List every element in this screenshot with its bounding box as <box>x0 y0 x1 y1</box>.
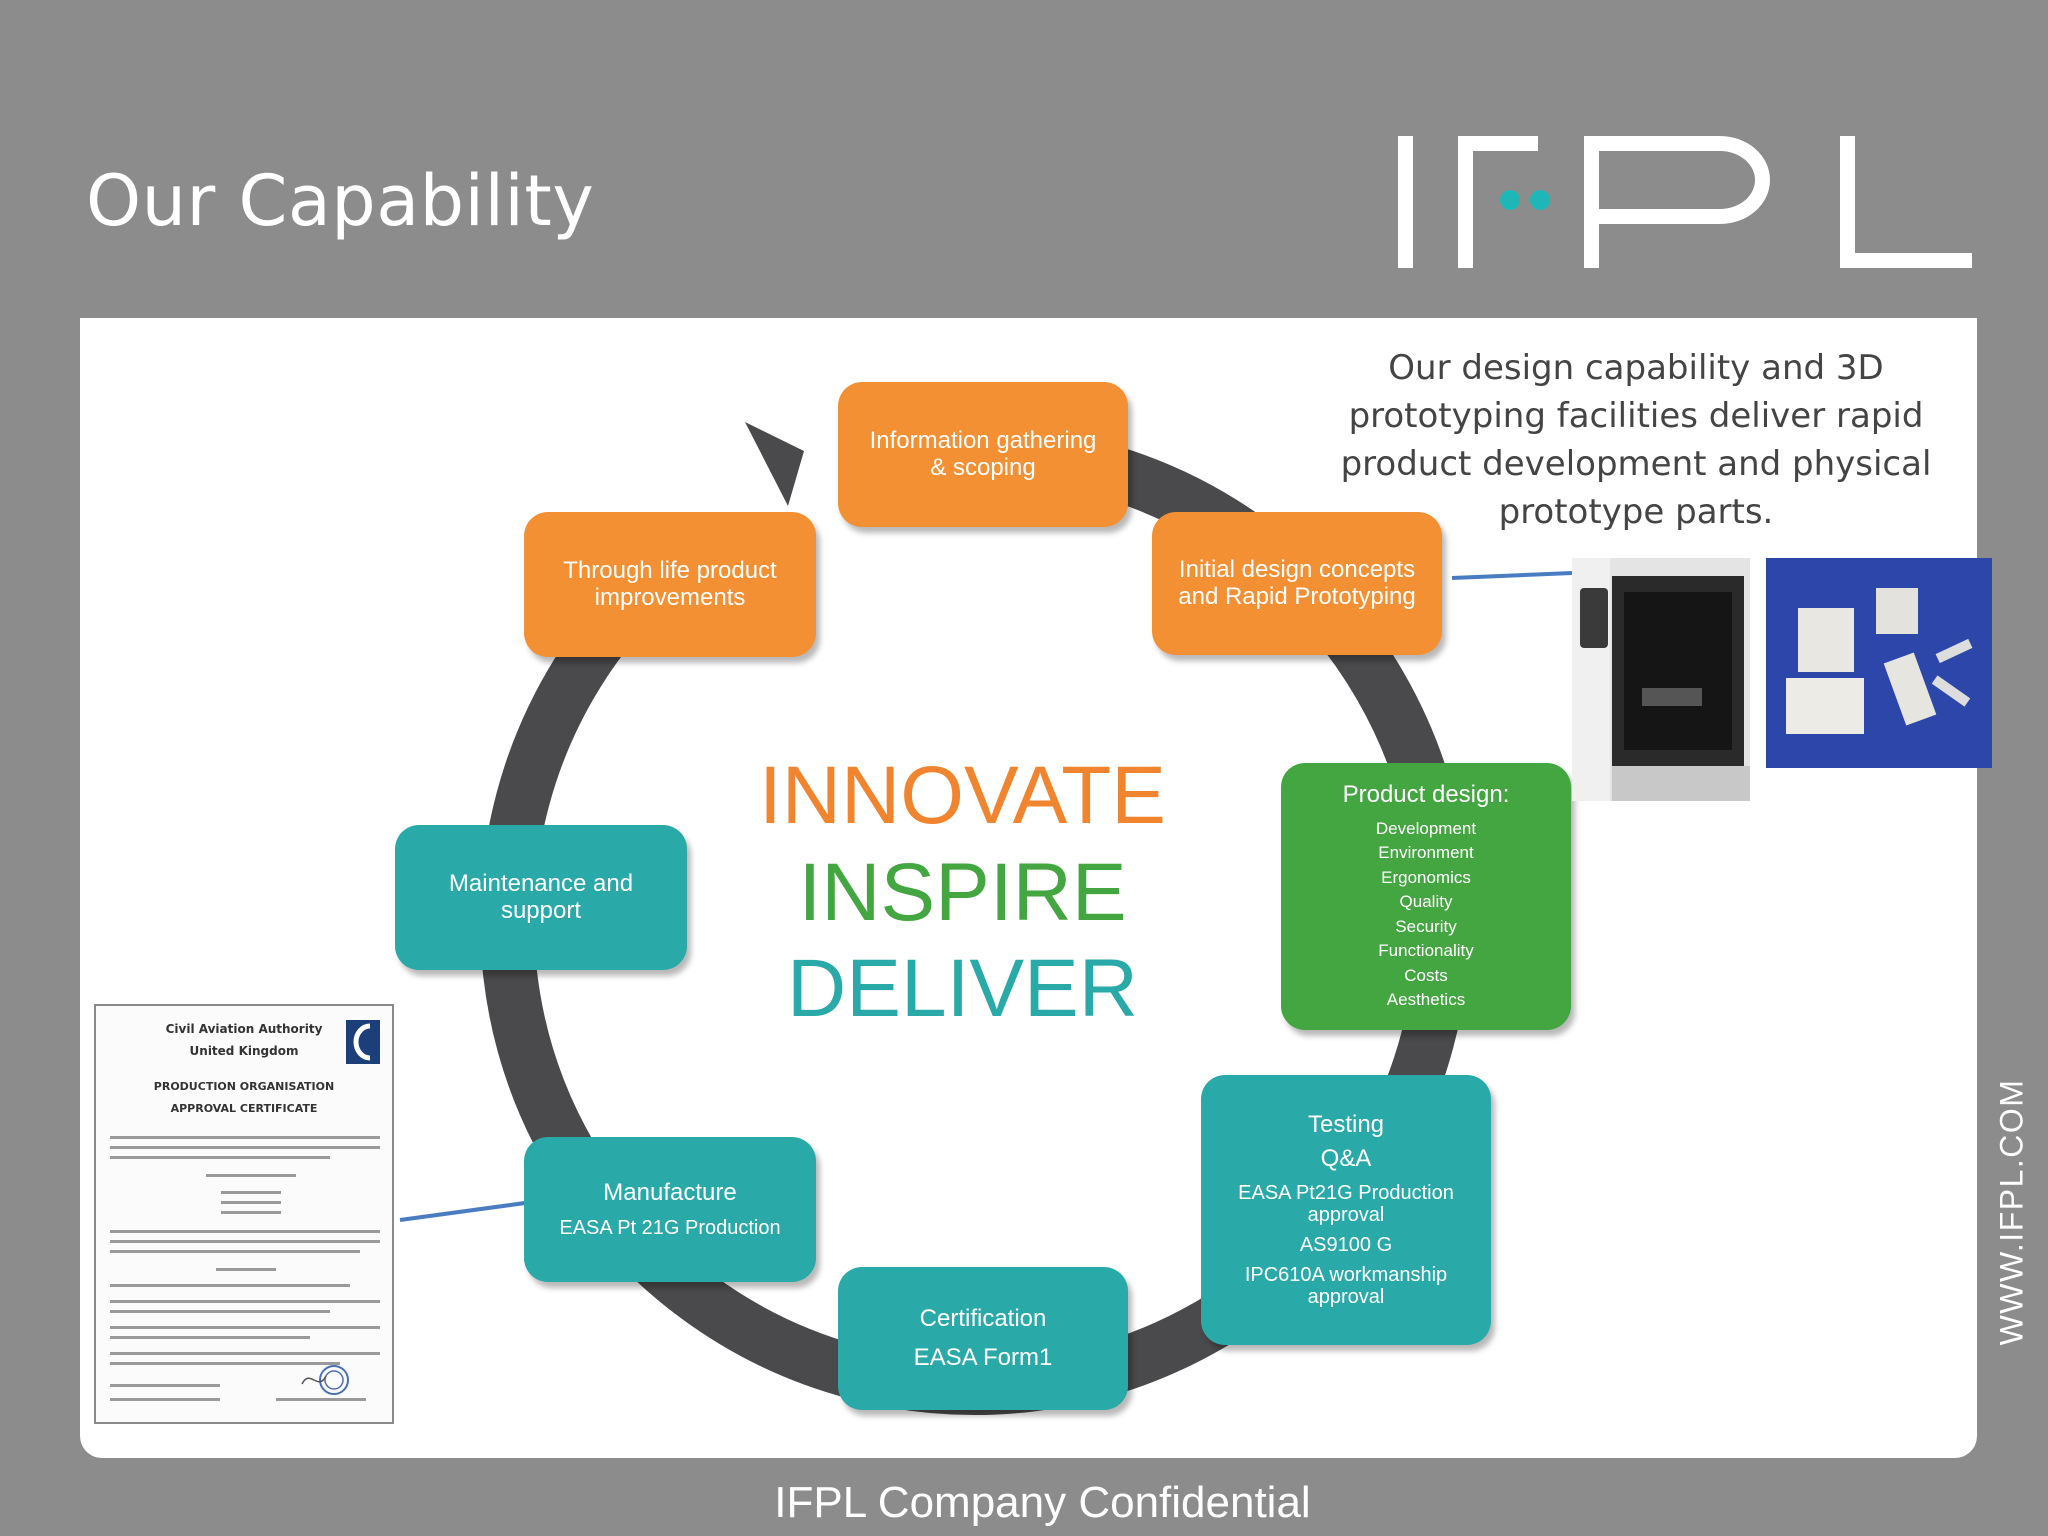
prototype-parts-photo <box>1766 558 1992 768</box>
certificate-authority: Civil Aviation Authority <box>165 1022 323 1036</box>
design-capability-text: Our design capability and 3D prototyping… <box>1340 348 1932 532</box>
list-item: EASA Pt21G Production approval <box>1238 1182 1454 1227</box>
step-initial-design: Initial design concepts and Rapid Protot… <box>1152 512 1442 655</box>
list-item: AS9100 G <box>1299 1234 1393 1257</box>
list-item: Security <box>1395 916 1457 936</box>
caa-emblem-icon <box>346 1020 380 1064</box>
step-subtitle: Q&A <box>1320 1145 1372 1172</box>
ifpl-logo <box>1398 136 1972 268</box>
footer-confidential: IFPL Company Confidential <box>774 1478 1311 1527</box>
list-item: Environment <box>1378 843 1474 863</box>
certificate-heading: APPROVAL CERTIFICATE <box>170 1102 318 1115</box>
list-item: Functionality <box>1378 941 1474 961</box>
certificate-heading: PRODUCTION ORGANISATION <box>153 1080 335 1093</box>
step-subtitle: EASA Pt 21G Production <box>559 1216 781 1239</box>
step-maintenance: Maintenance and support <box>395 825 687 970</box>
step-subtitle: EASA Form1 <box>913 1343 1053 1371</box>
step-title: Through life product improvements <box>563 557 777 611</box>
3d-printer-photo <box>1572 558 1750 801</box>
motto-deliver: DELIVER <box>787 943 1138 1034</box>
seal-stamp-icon <box>301 1365 349 1395</box>
step-testing: Testing Q&A EASA Pt21G Production approv… <box>1201 1075 1491 1345</box>
list-item: Aesthetics <box>1386 990 1466 1010</box>
step-information-gathering: Information gathering & scoping <box>838 382 1128 527</box>
step-through-life: Through life product improvements <box>524 512 816 657</box>
list-item: IPC610A workmanship approval <box>1244 1264 1448 1309</box>
step-product-design: Product design: Development Environment … <box>1281 763 1571 1030</box>
website-url: WWW.IFPL.COM <box>1993 1078 2030 1346</box>
step-certification: Certification EASA Form1 <box>838 1267 1128 1410</box>
motto-inspire: INSPIRE <box>798 847 1127 938</box>
motto-innovate: INNOVATE <box>759 750 1166 841</box>
step-title: Manufacture <box>603 1179 737 1207</box>
step-title: Initial design concepts and Rapid Protot… <box>1178 556 1416 610</box>
step-title: Product design: <box>1342 781 1510 809</box>
certificate-country: United Kingdom <box>189 1044 299 1058</box>
certificate-document: Civil Aviation Authority United Kingdom … <box>94 1004 394 1424</box>
list-item: Costs <box>1404 965 1448 985</box>
slide-title: Our Capability <box>86 160 595 242</box>
step-title: Information gathering & scoping <box>869 427 1097 481</box>
list-item: Development <box>1375 818 1477 838</box>
list-item: Ergonomics <box>1381 867 1471 887</box>
step-manufacture: Manufacture EASA Pt 21G Production <box>524 1137 816 1282</box>
step-title: Certification <box>919 1305 1047 1333</box>
list-item: Quality <box>1399 892 1453 912</box>
step-title: Maintenance and support <box>448 870 634 924</box>
step-title: Testing <box>1307 1110 1385 1138</box>
